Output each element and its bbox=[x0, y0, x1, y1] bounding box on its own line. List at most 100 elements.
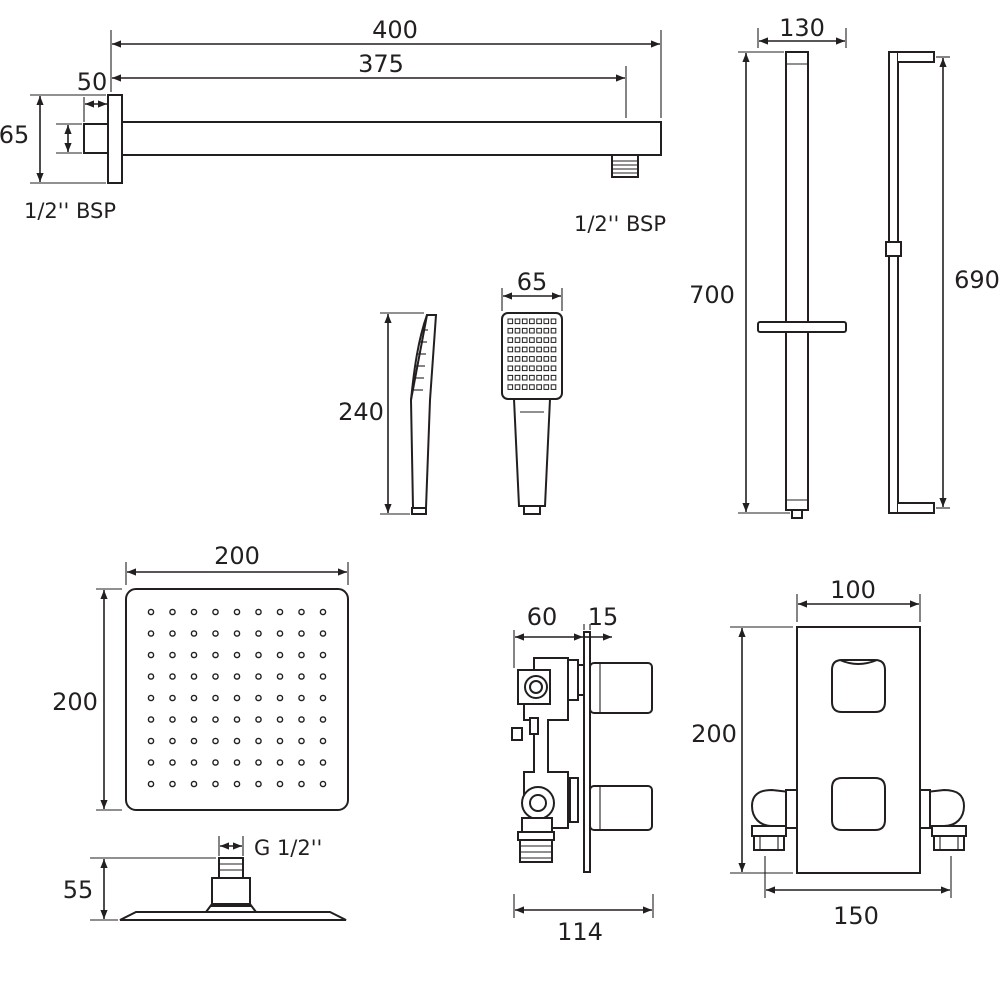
shower-head-nozzle bbox=[319, 737, 327, 745]
handset-nozzle bbox=[521, 327, 528, 334]
handset-nozzle bbox=[507, 318, 514, 325]
shower-head-nozzle bbox=[147, 737, 155, 745]
shower-head-nozzle bbox=[255, 759, 262, 766]
shower-head-nozzle bbox=[255, 694, 262, 702]
shower-head-nozzle bbox=[147, 780, 155, 788]
handset-nozzle bbox=[536, 356, 542, 362]
shower-head-nozzle bbox=[169, 673, 176, 680]
shower-head-nozzle bbox=[276, 759, 284, 766]
shower-head-nozzle bbox=[298, 694, 305, 702]
handset-nozzle bbox=[550, 327, 557, 334]
dim-valve-body-depth: 60 bbox=[527, 603, 558, 631]
handset-nozzle bbox=[514, 374, 521, 381]
shower-arm-drawing: 400 375 50 65 1/2'' BSP 1/2'' BSP bbox=[0, 16, 666, 236]
handset-nozzle bbox=[521, 337, 528, 343]
shower-head-nozzle bbox=[276, 716, 284, 723]
handset-nozzle bbox=[543, 327, 550, 334]
valve-right-fitting bbox=[933, 835, 965, 851]
shower-head-nozzle bbox=[169, 694, 176, 702]
dim-head-profile-height: 55 bbox=[63, 876, 94, 904]
shower-head-nozzle bbox=[319, 759, 327, 766]
handset-drawing: 65 240 bbox=[338, 268, 563, 515]
shower-head-nozzle bbox=[190, 630, 198, 637]
riser-soap-dish bbox=[757, 321, 847, 333]
shower-head-nozzle bbox=[212, 694, 219, 702]
dim-riser-width: 130 bbox=[779, 14, 825, 42]
arm-outlet-fitting bbox=[611, 154, 639, 178]
shower-head-nozzle bbox=[233, 673, 241, 680]
shower-head-nozzle bbox=[169, 716, 176, 723]
shower-head-nozzle bbox=[233, 608, 241, 616]
shower-head-nozzle bbox=[169, 630, 176, 637]
handset-nozzle bbox=[514, 356, 521, 362]
handset-nozzle bbox=[521, 346, 528, 353]
valve-front-drawing: 100 200 150 bbox=[691, 576, 967, 930]
shower-head-nozzle bbox=[147, 630, 155, 637]
dim-arm-length: 375 bbox=[358, 50, 404, 78]
shower-head-nozzle bbox=[212, 716, 219, 723]
shower-head-nozzle bbox=[319, 694, 327, 702]
handset-nozzle bbox=[529, 374, 535, 381]
dim-head-width: 200 bbox=[214, 542, 260, 570]
shower-head-nozzle bbox=[147, 716, 155, 723]
handset-nozzle bbox=[536, 346, 542, 353]
handset-nozzle bbox=[536, 337, 542, 343]
shower-head-nozzle bbox=[298, 737, 305, 745]
handset-nozzle bbox=[521, 365, 528, 372]
label-arm-wall-thread: 1/2'' BSP bbox=[24, 199, 116, 223]
dim-valve-plate-height: 200 bbox=[691, 720, 737, 748]
shower-head-nozzle bbox=[276, 737, 284, 745]
handset-nozzle bbox=[507, 346, 514, 353]
handset-nozzle bbox=[543, 346, 550, 353]
handset-nozzle bbox=[536, 384, 542, 390]
head-profile-plate bbox=[119, 911, 347, 921]
valve-left-fitting bbox=[753, 835, 785, 851]
shower-head-nozzle bbox=[276, 780, 284, 788]
handset-nozzle bbox=[521, 374, 528, 381]
dim-valve-fittings-width: 150 bbox=[833, 902, 879, 930]
shower-head-nozzle bbox=[276, 651, 284, 659]
handset-nozzle bbox=[543, 318, 550, 325]
riser-slider bbox=[885, 241, 902, 257]
shower-head-nozzle bbox=[169, 737, 176, 745]
valve-wall-plate bbox=[583, 631, 591, 873]
shower-head-nozzle bbox=[190, 780, 198, 788]
shower-head-nozzle bbox=[298, 759, 305, 766]
shower-head-nozzle bbox=[212, 608, 219, 616]
dim-arm-total-length: 400 bbox=[372, 16, 418, 44]
shower-head-nozzle bbox=[169, 759, 176, 766]
shower-head-nozzle bbox=[255, 608, 262, 616]
handset-nozzle bbox=[514, 327, 521, 334]
dim-valve-total-depth: 114 bbox=[557, 918, 603, 946]
arm-tube bbox=[121, 121, 662, 156]
handset-nozzle bbox=[543, 356, 550, 362]
shower-head-nozzle bbox=[276, 608, 284, 616]
shower-head-nozzle bbox=[319, 673, 327, 680]
dim-valve-plate-width: 100 bbox=[830, 576, 876, 604]
valve-right-collar bbox=[931, 825, 967, 837]
handset-nozzle bbox=[521, 384, 528, 390]
handset-nozzle bbox=[550, 346, 557, 353]
riser-rail-side bbox=[888, 51, 899, 514]
dim-valve-plate-depth: 15 bbox=[588, 603, 619, 631]
shower-head-nozzle bbox=[255, 673, 262, 680]
handset-nozzle bbox=[550, 318, 557, 325]
shower-head-nozzle bbox=[212, 630, 219, 637]
label-arm-outlet-thread: 1/2'' BSP bbox=[574, 212, 666, 236]
riser-top-bracket bbox=[898, 51, 935, 63]
shower-head-nozzle bbox=[276, 673, 284, 680]
handset-nozzle bbox=[529, 384, 535, 390]
handset-nozzle bbox=[543, 374, 550, 381]
shower-head-nozzle bbox=[298, 673, 305, 680]
valve-side-drawing: 60 15 114 bbox=[511, 603, 654, 946]
shower-head-drawing: 200 200 G 1/2'' 55 bbox=[52, 542, 349, 921]
dim-riser-height: 700 bbox=[689, 281, 735, 309]
dim-head-height: 200 bbox=[52, 688, 98, 716]
head-profile-ball-joint bbox=[211, 877, 251, 907]
handset-nozzle bbox=[521, 318, 528, 325]
shower-head-nozzle bbox=[233, 780, 241, 788]
valve-upper-handle bbox=[589, 662, 653, 714]
riser-rail-drawing: 130 700 690 bbox=[689, 14, 1000, 519]
shower-head-nozzle bbox=[147, 651, 155, 659]
valve-lower-nut bbox=[569, 777, 579, 823]
